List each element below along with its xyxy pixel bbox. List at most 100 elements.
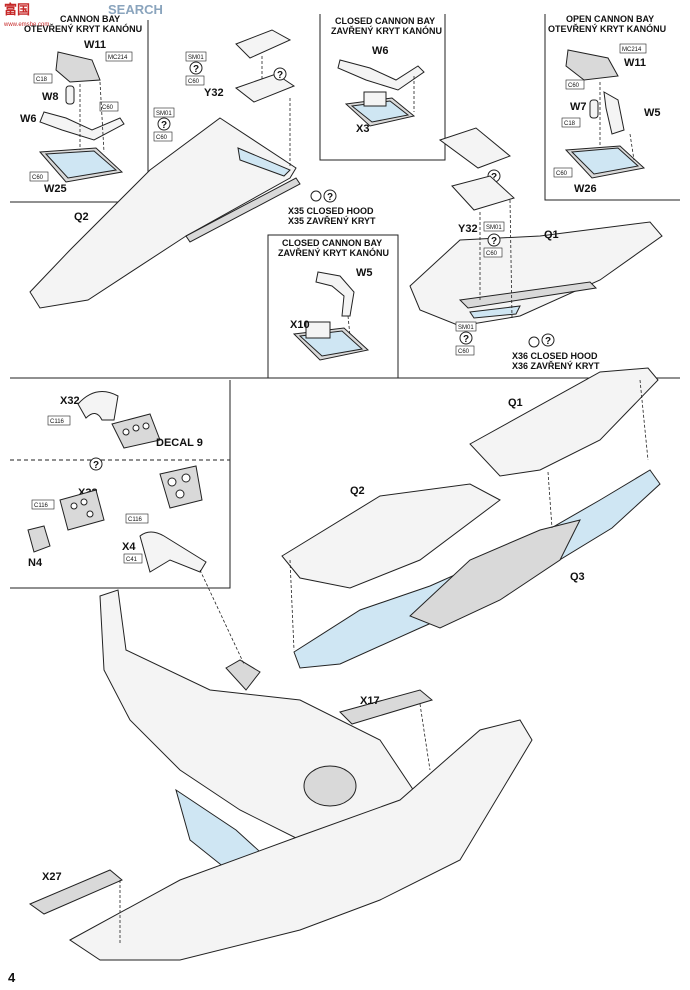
- part-hood-top-left-a: [235, 29, 292, 59]
- label-w11-left: W11: [84, 39, 106, 51]
- part-canopy-frame: [225, 659, 261, 691]
- fuselage-assembly: X17 X27: [28, 589, 533, 961]
- code-c116-a: C116: [50, 419, 65, 425]
- hood-note-x36-en: X36 CLOSED HOOD: [512, 351, 598, 361]
- page-number: 4: [8, 970, 16, 985]
- label-w5-center: W5: [356, 267, 373, 279]
- part-w6-left: [39, 111, 125, 141]
- question-mark-h: ?: [545, 336, 551, 347]
- watermark-site: www.emsbe.com: [3, 22, 49, 28]
- code-mc214-right: MC214: [622, 47, 642, 53]
- closed-bay-middle: CLOSED CANNON BAY ZAVŘENÝ KRYT KANÓNU W5…: [278, 238, 389, 361]
- label-q2-top: Q2: [74, 211, 89, 223]
- question-mark-g: ?: [463, 334, 469, 345]
- part-w5-right: [603, 91, 625, 135]
- part-n4: [27, 525, 51, 553]
- part-q2-main: [281, 483, 501, 589]
- part-lower-wing: [69, 719, 533, 961]
- label-w26: W26: [574, 183, 597, 195]
- caption-closed-mid-en: CLOSED CANNON BAY: [282, 238, 382, 248]
- label-y32-left: Y32: [204, 87, 224, 99]
- code-c60-right-2: C60: [556, 171, 568, 177]
- code-c60-left-1: C60: [102, 105, 114, 111]
- part-x27: [28, 869, 123, 915]
- label-q3: Q3: [570, 571, 585, 583]
- part-x17: [339, 689, 434, 725]
- code-c116-b: C116: [34, 503, 49, 509]
- wing-q1-top: ? Q1 Y32 SM01 ? C60 SM01 ? C60 ? X36 CLO…: [409, 127, 663, 371]
- label-decal-9: DECAL 9: [156, 437, 203, 449]
- question-mark-b: ?: [161, 120, 167, 131]
- caption-closed-top-en: CLOSED CANNON BAY: [335, 16, 435, 26]
- code-sm01-c: SM01: [486, 225, 502, 231]
- part-hood-top-left-b: [234, 73, 296, 103]
- label-q1-top: Q1: [544, 229, 559, 241]
- caption-open-right-cz: OTEVŘENÝ KRYT KANÓNU: [548, 23, 666, 34]
- top-right-open-bay: OPEN CANNON BAY OTEVŘENÝ KRYT KANÓNU MC2…: [548, 14, 666, 195]
- code-c18-right: C18: [564, 121, 576, 127]
- label-x3: X3: [356, 123, 369, 135]
- part-w8: [65, 85, 75, 105]
- question-mark-i: ?: [93, 460, 99, 471]
- code-c18-left: C18: [36, 77, 48, 83]
- part-x32: [77, 391, 119, 421]
- caption-closed-top-cz: ZAVŘENÝ KRYT KANÓNU: [331, 25, 442, 36]
- wing-q2-top: Q2 SM01 ? C60 Y32 SM01 ? C60 ? ? X35 CLO…: [29, 29, 376, 309]
- label-x27: X27: [42, 871, 62, 883]
- top-left-open-bay: CANNON BAY OTEVŘENÝ KRYT KANÓNU W11 MC21…: [20, 14, 142, 195]
- code-c60-c: C60: [486, 251, 498, 257]
- code-mc214-left: MC214: [108, 55, 128, 61]
- watermark-brand-cn: 富国: [4, 2, 30, 17]
- code-sm01-d: SM01: [458, 325, 474, 331]
- label-x17: X17: [360, 695, 380, 707]
- closed-bay-top: CLOSED CANNON BAY ZAVŘENÝ KRYT KANÓNU W6…: [331, 16, 442, 135]
- part-w6-center: [337, 59, 425, 91]
- code-c116-c: C116: [128, 517, 143, 523]
- cockpit-detail: X32 C116 DECAL 9 ? X33 C116 N4 C116 X4 C…: [27, 391, 207, 573]
- label-w6-center: W6: [372, 45, 389, 57]
- label-w5-right: W5: [644, 107, 661, 119]
- part-instrument-panel: [159, 465, 203, 509]
- label-w7: W7: [570, 101, 587, 113]
- label-q1-main: Q1: [508, 397, 523, 409]
- code-c60-left-2: C60: [32, 175, 44, 181]
- caption-open-right-en: OPEN CANNON BAY: [566, 14, 654, 24]
- code-sm01-b: SM01: [156, 111, 172, 117]
- part-q1-top: [409, 221, 663, 327]
- part-w7: [589, 99, 599, 119]
- question-mark-c: ?: [277, 70, 283, 81]
- label-w11-right: W11: [624, 57, 646, 69]
- question-mark-a: ?: [193, 64, 199, 75]
- center-wing-assembly: Q1 Q2 Q3: [281, 367, 661, 669]
- code-c60-b: C60: [156, 135, 168, 141]
- question-mark-f: ?: [491, 236, 497, 247]
- detail-leader-line: [199, 569, 245, 665]
- part-x33: [59, 489, 105, 531]
- code-sm01-a: SM01: [188, 55, 204, 61]
- code-c60-a: C60: [188, 79, 200, 85]
- label-w25: W25: [44, 183, 67, 195]
- part-q1-main: [469, 367, 659, 477]
- caption-open-bay-en: CANNON BAY: [60, 14, 120, 24]
- hood-note-x36-cz: X36 ZAVŘENÝ KRYT: [512, 360, 600, 371]
- part-hood-top-right-a: [438, 127, 511, 169]
- part-w11-left: [55, 51, 101, 83]
- watermark-brand-en: SEARCH: [108, 2, 163, 17]
- caption-open-bay-cz: OTEVŘENÝ KRYT KANÓNU: [24, 23, 142, 34]
- label-n4: N4: [28, 557, 43, 569]
- hood-note-x35-cz: X35 ZAVŘENÝ KRYT: [288, 215, 376, 226]
- label-x32: X32: [60, 395, 80, 407]
- label-x10: X10: [290, 319, 310, 331]
- part-w11-right: [565, 49, 619, 81]
- part-x4: [139, 531, 207, 573]
- hood-note-x35-en: X35 CLOSED HOOD: [288, 206, 374, 216]
- watermark: 富国 SEARCH www.emsbe.com: [3, 2, 163, 28]
- label-w8: W8: [42, 91, 59, 103]
- question-mark-d: ?: [327, 192, 333, 203]
- part-hood-top-right-b: [451, 175, 515, 211]
- label-x4: X4: [122, 541, 136, 553]
- caption-closed-mid-cz: ZAVŘENÝ KRYT KANÓNU: [278, 247, 389, 258]
- label-w6-left: W6: [20, 113, 37, 125]
- code-c41: C41: [126, 557, 138, 563]
